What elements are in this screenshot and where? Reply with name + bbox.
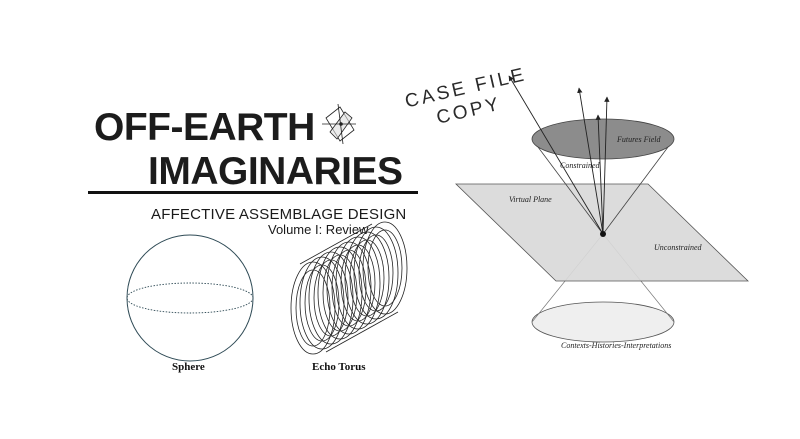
volume-label: Volume I: Review — [268, 222, 369, 237]
unconstrained-label: Unconstrained — [654, 243, 702, 252]
futures-field-label: Futures Field — [617, 135, 661, 144]
center-point — [600, 231, 606, 237]
subtitle: AFFECTIVE ASSEMBLAGE DESIGN — [151, 206, 407, 223]
constrained-label: Constrained — [560, 161, 600, 170]
futures-diagram — [455, 75, 749, 343]
title-divider — [88, 191, 418, 194]
sphere-label: Sphere — [172, 361, 205, 373]
contexts-label: Contexts-Histories-Interpretations — [561, 341, 672, 350]
echo-torus-figure — [290, 221, 408, 355]
contexts-ellipse — [531, 301, 675, 343]
echo-torus-label: Echo Torus — [312, 361, 366, 373]
title-line-1: OFF-EARTH — [94, 106, 315, 149]
title-line-2: IMAGINARIES — [148, 150, 403, 193]
virtual-plane-label: Virtual Plane — [509, 195, 552, 204]
small-crossed-planes-icon — [322, 103, 356, 145]
futures-field-ellipse — [531, 118, 675, 160]
sphere-figure — [126, 234, 254, 362]
